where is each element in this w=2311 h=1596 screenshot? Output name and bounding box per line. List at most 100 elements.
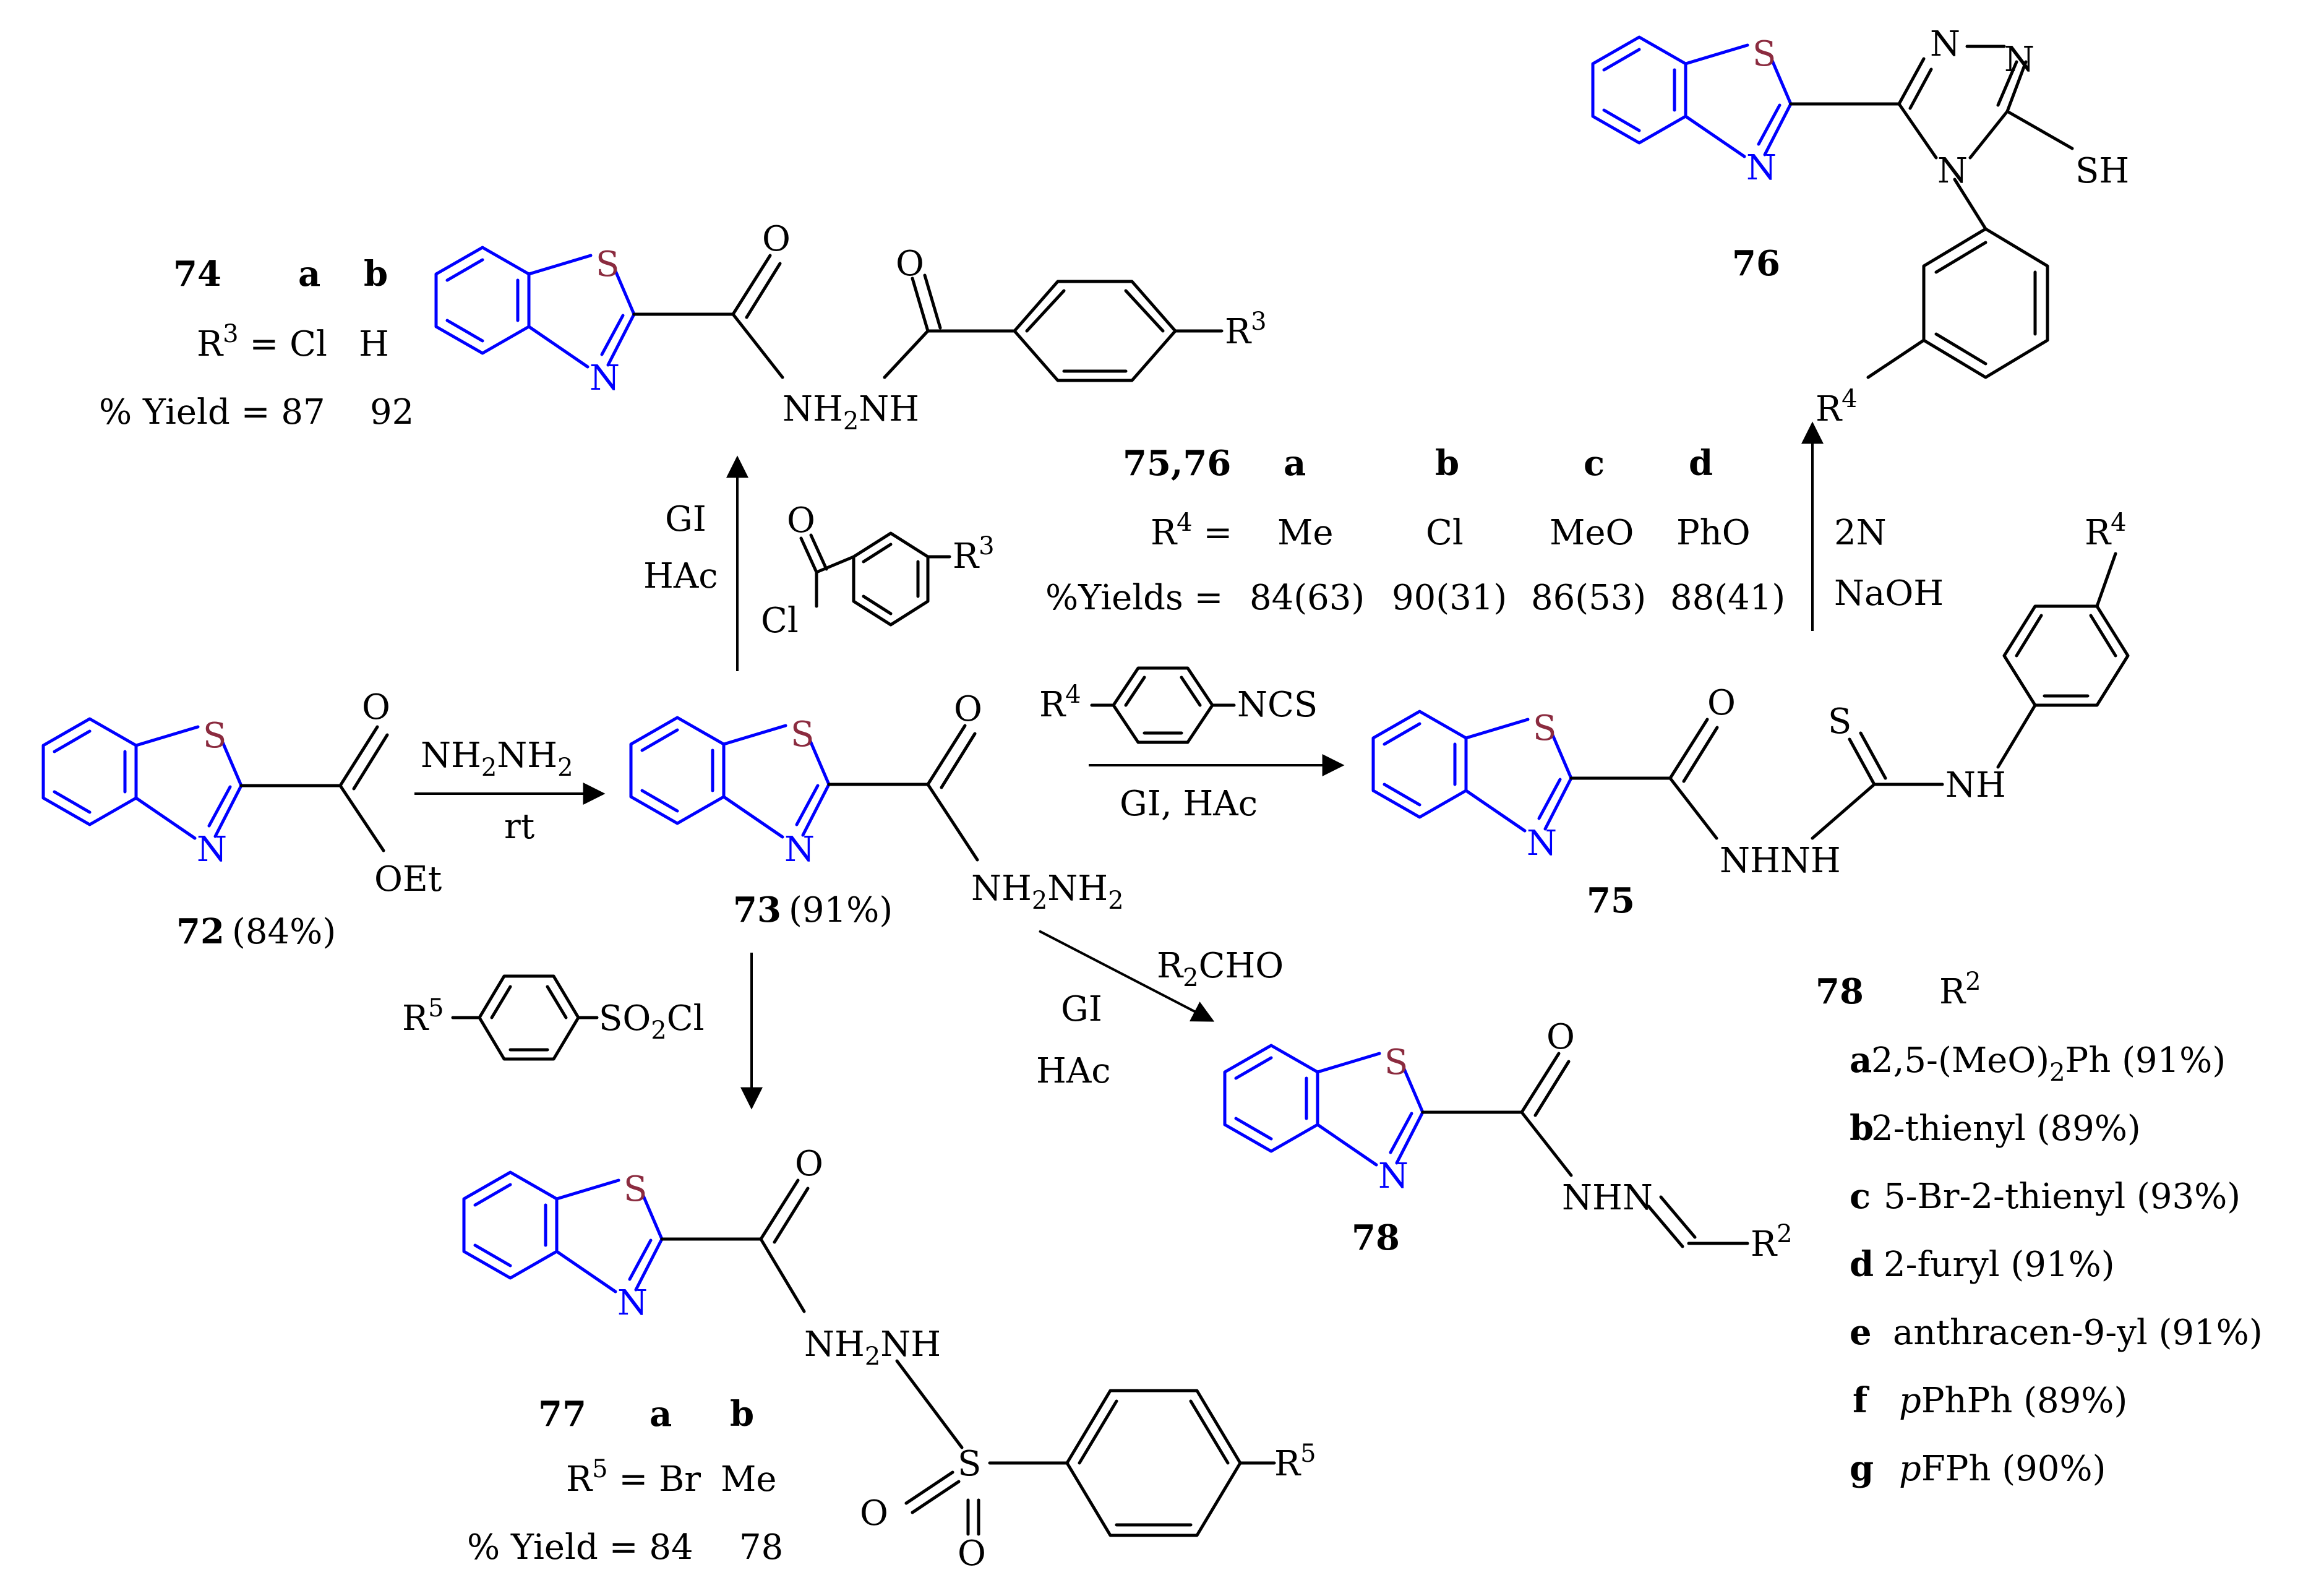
r4-row-label: R4 = <box>1151 508 1232 553</box>
carbonyl-oxygen: O <box>1546 1017 1575 1057</box>
r2-header: R2 <box>1939 967 1981 1012</box>
r4-substituent: R4 <box>2085 508 2127 553</box>
nitrogen-atom: N <box>1527 823 1557 864</box>
nitrogen-atom: N <box>590 358 620 398</box>
r3-value-b: H <box>359 324 389 364</box>
reagent-gi-hac: GI, HAc <box>1120 784 1258 824</box>
reagent-gi: GI <box>665 499 706 539</box>
list-item: b 2-thienyl (89%) <box>1850 1108 2141 1149</box>
sulfur-atom: S <box>1752 34 1776 74</box>
compound-74: S N O O NH2NH R3 <box>434 219 1267 435</box>
column-a: a <box>1284 443 1306 484</box>
r2-substituent: R2 <box>1751 1220 1793 1264</box>
r4-substituent: R4 <box>1816 385 1858 429</box>
sulfur-atom: S <box>596 244 619 285</box>
thiol-group: SH <box>2075 151 2129 191</box>
row-text: pFPh (90%) <box>1899 1449 2106 1489</box>
yield-row-label: % Yield = 84 <box>467 1527 693 1568</box>
row-text: 2-thienyl (89%) <box>1871 1109 2141 1149</box>
yield-value-c: 86(53) <box>1531 578 1646 618</box>
r4-substituent: R4 <box>1039 680 1081 725</box>
nitrogen-atom: N <box>1378 1156 1408 1196</box>
reagent-naoh: NaOH <box>1834 573 1944 614</box>
column-b: b <box>1435 443 1459 484</box>
r3-substituent: R3 <box>953 532 995 577</box>
list-item: g pFPh (90%) <box>1850 1448 2106 1489</box>
sulfur-atom: S <box>1533 708 1556 749</box>
reagents-73-to-78: R2CHO GI HAc <box>1036 946 1284 1091</box>
reagent-condition-rt: rt <box>504 807 535 847</box>
list-item: c 5-Br-2-thienyl (93%) <box>1850 1176 2240 1217</box>
column-b: b <box>730 1394 754 1435</box>
sulfur-atom: S <box>791 714 814 755</box>
reagent-gi: GI <box>1061 989 1102 1029</box>
yield-value-b: 92 <box>370 392 414 432</box>
r5-substituent: R5 <box>1274 1439 1316 1484</box>
reagent-aldehyde: R2CHO <box>1157 946 1284 992</box>
nitrogen-atom: N <box>1746 148 1777 188</box>
arylsulfonyl-chloride-ring <box>451 974 599 1061</box>
r3-substituent: R3 <box>1225 307 1267 352</box>
thioamide-nh: NH <box>1945 765 2006 805</box>
sulfur-atom: S <box>1384 1042 1408 1083</box>
yield-value-b: 78 <box>739 1527 783 1568</box>
reagent-hac: HAc <box>1036 1051 1111 1091</box>
compound-72: S N O OEt 72 (84%) <box>41 687 442 952</box>
r4-value-c: MeO <box>1550 513 1634 553</box>
r4-value-d: PhO <box>1676 513 1751 553</box>
r3-row-label: R3 = Cl <box>197 320 327 364</box>
ethoxy-group: OEt <box>374 859 442 899</box>
table-id: 77 <box>538 1394 586 1435</box>
list-item: e anthracen-9-yl (91%) <box>1850 1312 2263 1353</box>
compound-77: S N O NH2NH S O O R5 <box>462 1144 1316 1574</box>
yield-value-a: 84(63) <box>1250 578 1365 618</box>
isothiocyanate-group: NCS <box>1237 685 1318 725</box>
r5-row-label: R5 = Br <box>566 1455 701 1499</box>
compound-label-75: 75 <box>1587 880 1635 921</box>
compound-73: S N O NH2NH2 73 (91%) <box>629 689 1124 930</box>
sulfonyl-oxygen: O <box>958 1534 986 1574</box>
carbonyl-oxygen: O <box>762 219 791 259</box>
row-text: 5-Br-2-thienyl (93%) <box>1884 1177 2240 1217</box>
carbonyl-oxygen: O <box>954 689 982 729</box>
carbonyl-oxygen: O <box>795 1144 823 1184</box>
table-id: 78 <box>1816 971 1864 1012</box>
r4-value-b: Cl <box>1426 513 1464 553</box>
sulfur-atom: S <box>624 1169 647 1209</box>
benzothiazole-core <box>41 717 243 840</box>
nitrogen-atom: N <box>197 830 227 870</box>
reagent-hac: HAc <box>643 556 718 596</box>
diacylhydrazine-linker: NH2NH <box>782 389 919 435</box>
reagents-73-to-74: GI HAc O Cl R3 <box>643 499 995 641</box>
row-key: e <box>1850 1312 1872 1353</box>
r5-substituent: R5 <box>402 994 444 1039</box>
carbonyl-oxygen: O <box>362 687 390 727</box>
list-item: d 2-furyl (91%) <box>1850 1244 2115 1285</box>
list-item: f pPhPh (89%) <box>1853 1380 2127 1421</box>
list-item: a 2,5-(MeO)2Ph (91%) <box>1850 1040 2226 1087</box>
compound-yield-72: (84%) <box>232 912 336 952</box>
carbonyl-oxygen: O <box>896 244 924 284</box>
nitrogen-atom: N <box>784 830 815 870</box>
compound-label-76: 76 <box>1732 243 1780 284</box>
sulfonyl-chloride-group: SO2Cl <box>599 998 705 1045</box>
row-text: 2-furyl (91%) <box>1884 1245 2115 1285</box>
triazole-ring <box>1789 45 2074 379</box>
reagents-72-to-73: NH2NH2 rt <box>414 736 606 847</box>
row-key: b <box>1850 1108 1874 1149</box>
reagents-73-to-75: R4 NCS GI, HAc <box>1039 666 1345 824</box>
arrow-73-to-78 <box>1039 930 1215 1022</box>
table-75-76: 75,76 a b c d R4 = Me Cl MeO PhO %Yields… <box>1045 443 1785 618</box>
reagents-73-to-77: R5 SO2Cl <box>402 974 705 1061</box>
compound-75: S N O S NHNH NH R4 75 <box>1371 508 2130 921</box>
table-74: 74 a b R3 = Cl H % Yield = 87 92 <box>99 254 414 432</box>
aryl-isothiocyanate-ring <box>1090 666 1236 744</box>
yield-value-d: 88(41) <box>1670 578 1785 618</box>
triazole-nitrogen: N <box>1937 151 1968 191</box>
compound-label-78: 78 <box>1352 1217 1400 1258</box>
sulfur-atom: S <box>203 716 226 756</box>
nitrogen-atom: N <box>617 1283 648 1323</box>
column-c: c <box>1584 443 1605 484</box>
compound-yield-73: (91%) <box>789 890 893 930</box>
